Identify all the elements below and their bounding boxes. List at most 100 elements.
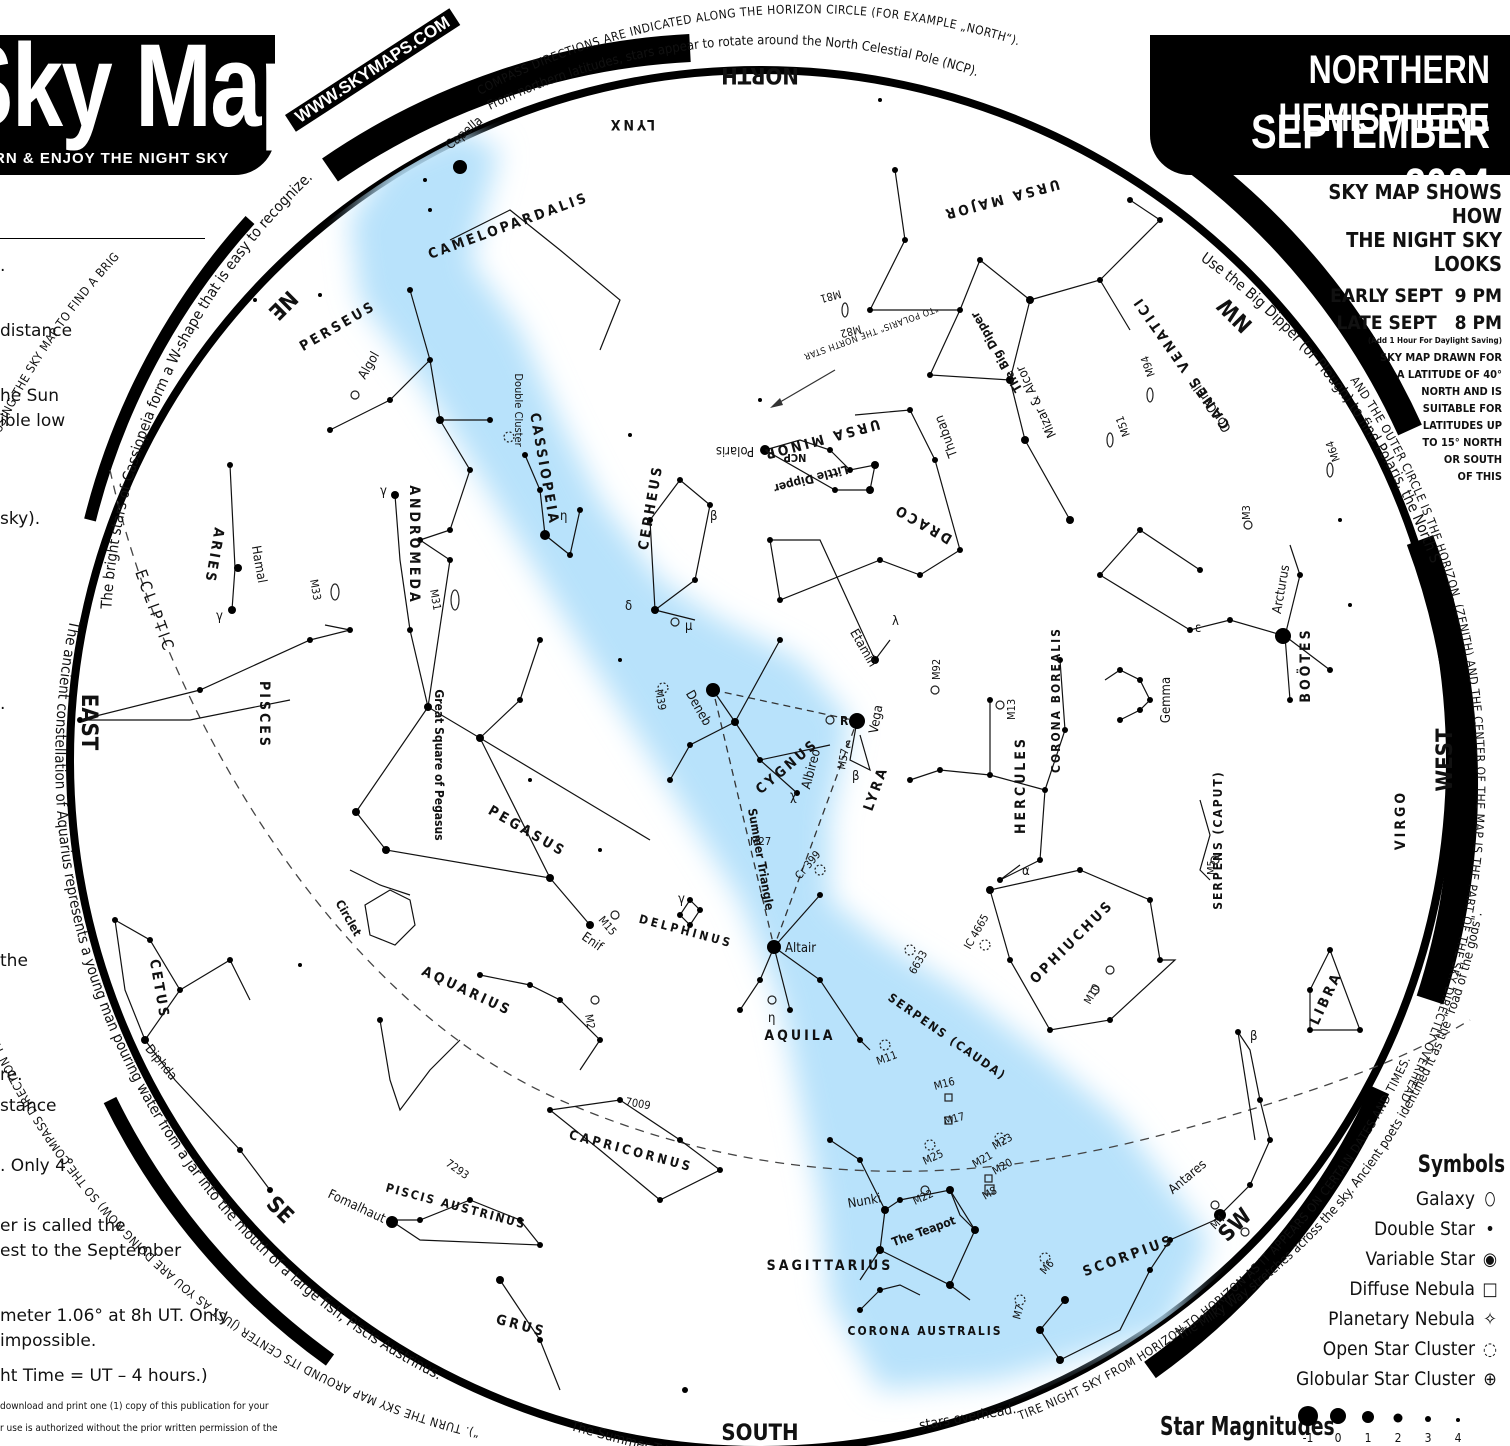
label-m92: M92	[930, 659, 943, 680]
mag-dot-m1	[1298, 1406, 1318, 1426]
legend-open-cluster: Open Star Cluster ◌	[1250, 1334, 1505, 1364]
label-great-square: Great Square of Pegasus	[432, 689, 446, 840]
mag-label: 4	[1455, 1431, 1462, 1445]
cluster-m11	[879, 1039, 891, 1051]
galaxy-m31	[450, 589, 460, 611]
star-arcturus	[1275, 628, 1291, 644]
drawn-line: SUITABLE FOR	[1422, 402, 1502, 415]
label-hercules: HERCULES	[1013, 736, 1029, 834]
label-sagittarius: SAGITTARIUS	[767, 1258, 894, 1274]
svg-text:R: R	[840, 714, 849, 728]
magnitude-scale: -1 0 1 2 3 4	[1298, 1406, 1462, 1445]
nebula-m8	[984, 1184, 995, 1195]
greek-epsilon: ε	[1195, 621, 1201, 636]
variable-star-icon: ◉	[1482, 1248, 1498, 1270]
drawn-line: OR SOUTH	[1443, 453, 1502, 466]
label-double-cluster: Double Cluster	[512, 373, 525, 447]
label-m2: M2	[582, 1013, 597, 1030]
month-title: SEPTEMBER 2004	[1251, 106, 1490, 213]
left-text-12: meter 1.06° at 8h UT. Only	[0, 1306, 229, 1326]
label-lynx: LYNX	[608, 116, 655, 132]
label-andromeda: ANDROMEDA	[406, 485, 422, 605]
left-text-14: ht Time = UT – 4 hours.)	[0, 1366, 208, 1386]
label-altair: Altair	[785, 941, 816, 956]
legend-double-star: Double Star •	[1250, 1214, 1505, 1244]
variable-eta	[767, 995, 777, 1005]
galaxy-icon: ⬯	[1484, 1188, 1496, 1210]
label-m3: M3	[1240, 505, 1253, 520]
globular-m15	[610, 910, 620, 920]
cluster-ic4665	[979, 939, 991, 951]
globular-m92	[930, 685, 940, 695]
direction-east: EAST	[76, 694, 101, 751]
label-serpens-caput: SERPENS (CAPUT)	[1211, 770, 1225, 910]
mag-dot-0	[1330, 1408, 1346, 1424]
globular-m13	[995, 700, 1005, 710]
svg-text:CORONA BOREALIS: CORONA BOREALIS	[1049, 627, 1063, 773]
stars	[77, 98, 1363, 1393]
left-text-3: ible low	[0, 411, 66, 431]
legend-galaxy: Galaxy ⬯	[1250, 1184, 1505, 1214]
globular-m12	[1105, 965, 1115, 975]
direction-north: NORTH	[721, 62, 799, 87]
milky-way	[350, 130, 1210, 1390]
mag-label: 0	[1335, 1431, 1342, 1445]
left-text-11: est to the September	[0, 1241, 182, 1261]
early-time: 9 PM	[1454, 285, 1502, 307]
label-m31: M31	[427, 588, 443, 611]
title-band-left	[0, 35, 275, 175]
nebula-m20	[984, 1174, 993, 1183]
nebula-m17	[944, 1116, 953, 1125]
greek-eta-2: η	[768, 1011, 775, 1026]
variable-mu	[670, 617, 680, 627]
greek-chi: χ	[790, 789, 797, 804]
variable-r	[825, 715, 835, 725]
label-vega: Vega	[867, 704, 887, 735]
star-capella	[453, 160, 467, 174]
mag-label: 1	[1365, 1431, 1372, 1445]
cluster-m7	[1014, 1294, 1026, 1306]
label-m57: M57	[835, 747, 851, 770]
copyright-line-1: download and print one (1) copy of this …	[0, 1401, 269, 1412]
star-polaris	[760, 445, 770, 455]
legend-globular-cluster: Globular Star Cluster ⊕	[1250, 1364, 1505, 1394]
left-text-5: .	[0, 694, 6, 714]
hemisphere-title: NORTHERN HEMISPHERE	[1278, 48, 1490, 140]
mag-dot-4	[1456, 1418, 1460, 1422]
globular-m5	[1210, 855, 1220, 865]
open-cluster-icon: ◌	[1482, 1338, 1498, 1360]
cluster-6633	[904, 944, 916, 956]
left-text-0: .	[0, 256, 6, 276]
globular-m4	[1210, 1200, 1220, 1210]
left-text-7: re.	[0, 1065, 23, 1085]
greek-beta-3: β	[1250, 1029, 1257, 1044]
label-nunki: Nunki	[847, 1191, 883, 1212]
late-label: LATE SEPT	[1336, 312, 1437, 334]
left-text-1: distance	[0, 321, 73, 341]
left-text-10: er is called the	[0, 1216, 126, 1236]
planetary-nebula-icon: ✧	[1483, 1308, 1497, 1330]
nebula-m16	[944, 1093, 953, 1102]
svg-text:SERPENS (CAPUT): SERPENS (CAPUT)	[1211, 770, 1225, 910]
label-bootes: BOÖTES	[1296, 627, 1314, 702]
greek-beta: β	[710, 509, 717, 524]
label-pisces: PISCES	[256, 681, 272, 749]
variable-beta	[1240, 1227, 1250, 1237]
galaxy-m94	[1146, 387, 1154, 403]
legend-planetary-nebula: Planetary Nebula ✧	[1250, 1304, 1505, 1334]
label-corona-australis: CORONA AUSTRALIS	[848, 1324, 1003, 1338]
greek-beta-2: β	[852, 769, 859, 784]
tagline: RN & ENJOY THE NIGHT SKY	[0, 150, 230, 167]
cluster-m25	[924, 1139, 936, 1151]
left-text-13: impossible.	[0, 1331, 97, 1351]
cluster-m6	[1039, 1252, 1051, 1264]
label-m82: M82	[839, 322, 863, 340]
left-text-4: sky).	[0, 509, 41, 529]
label-m33: M33	[307, 578, 323, 601]
star-antares	[1214, 1209, 1226, 1221]
cluster-m39	[657, 682, 669, 694]
globular-m2	[590, 995, 600, 1005]
label-hamal: Hamal	[248, 544, 269, 584]
drawn-line: NORTH AND IS	[1421, 385, 1502, 398]
symbols-title: Symbols	[1417, 1150, 1505, 1178]
